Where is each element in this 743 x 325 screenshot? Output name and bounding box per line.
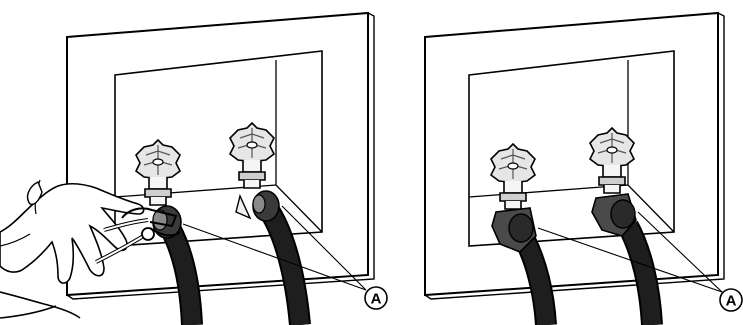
right-panel: A (425, 13, 742, 325)
left-panel: A (0, 13, 387, 325)
left-callout-label: A (371, 291, 382, 308)
right-callout-label: A (726, 293, 737, 310)
